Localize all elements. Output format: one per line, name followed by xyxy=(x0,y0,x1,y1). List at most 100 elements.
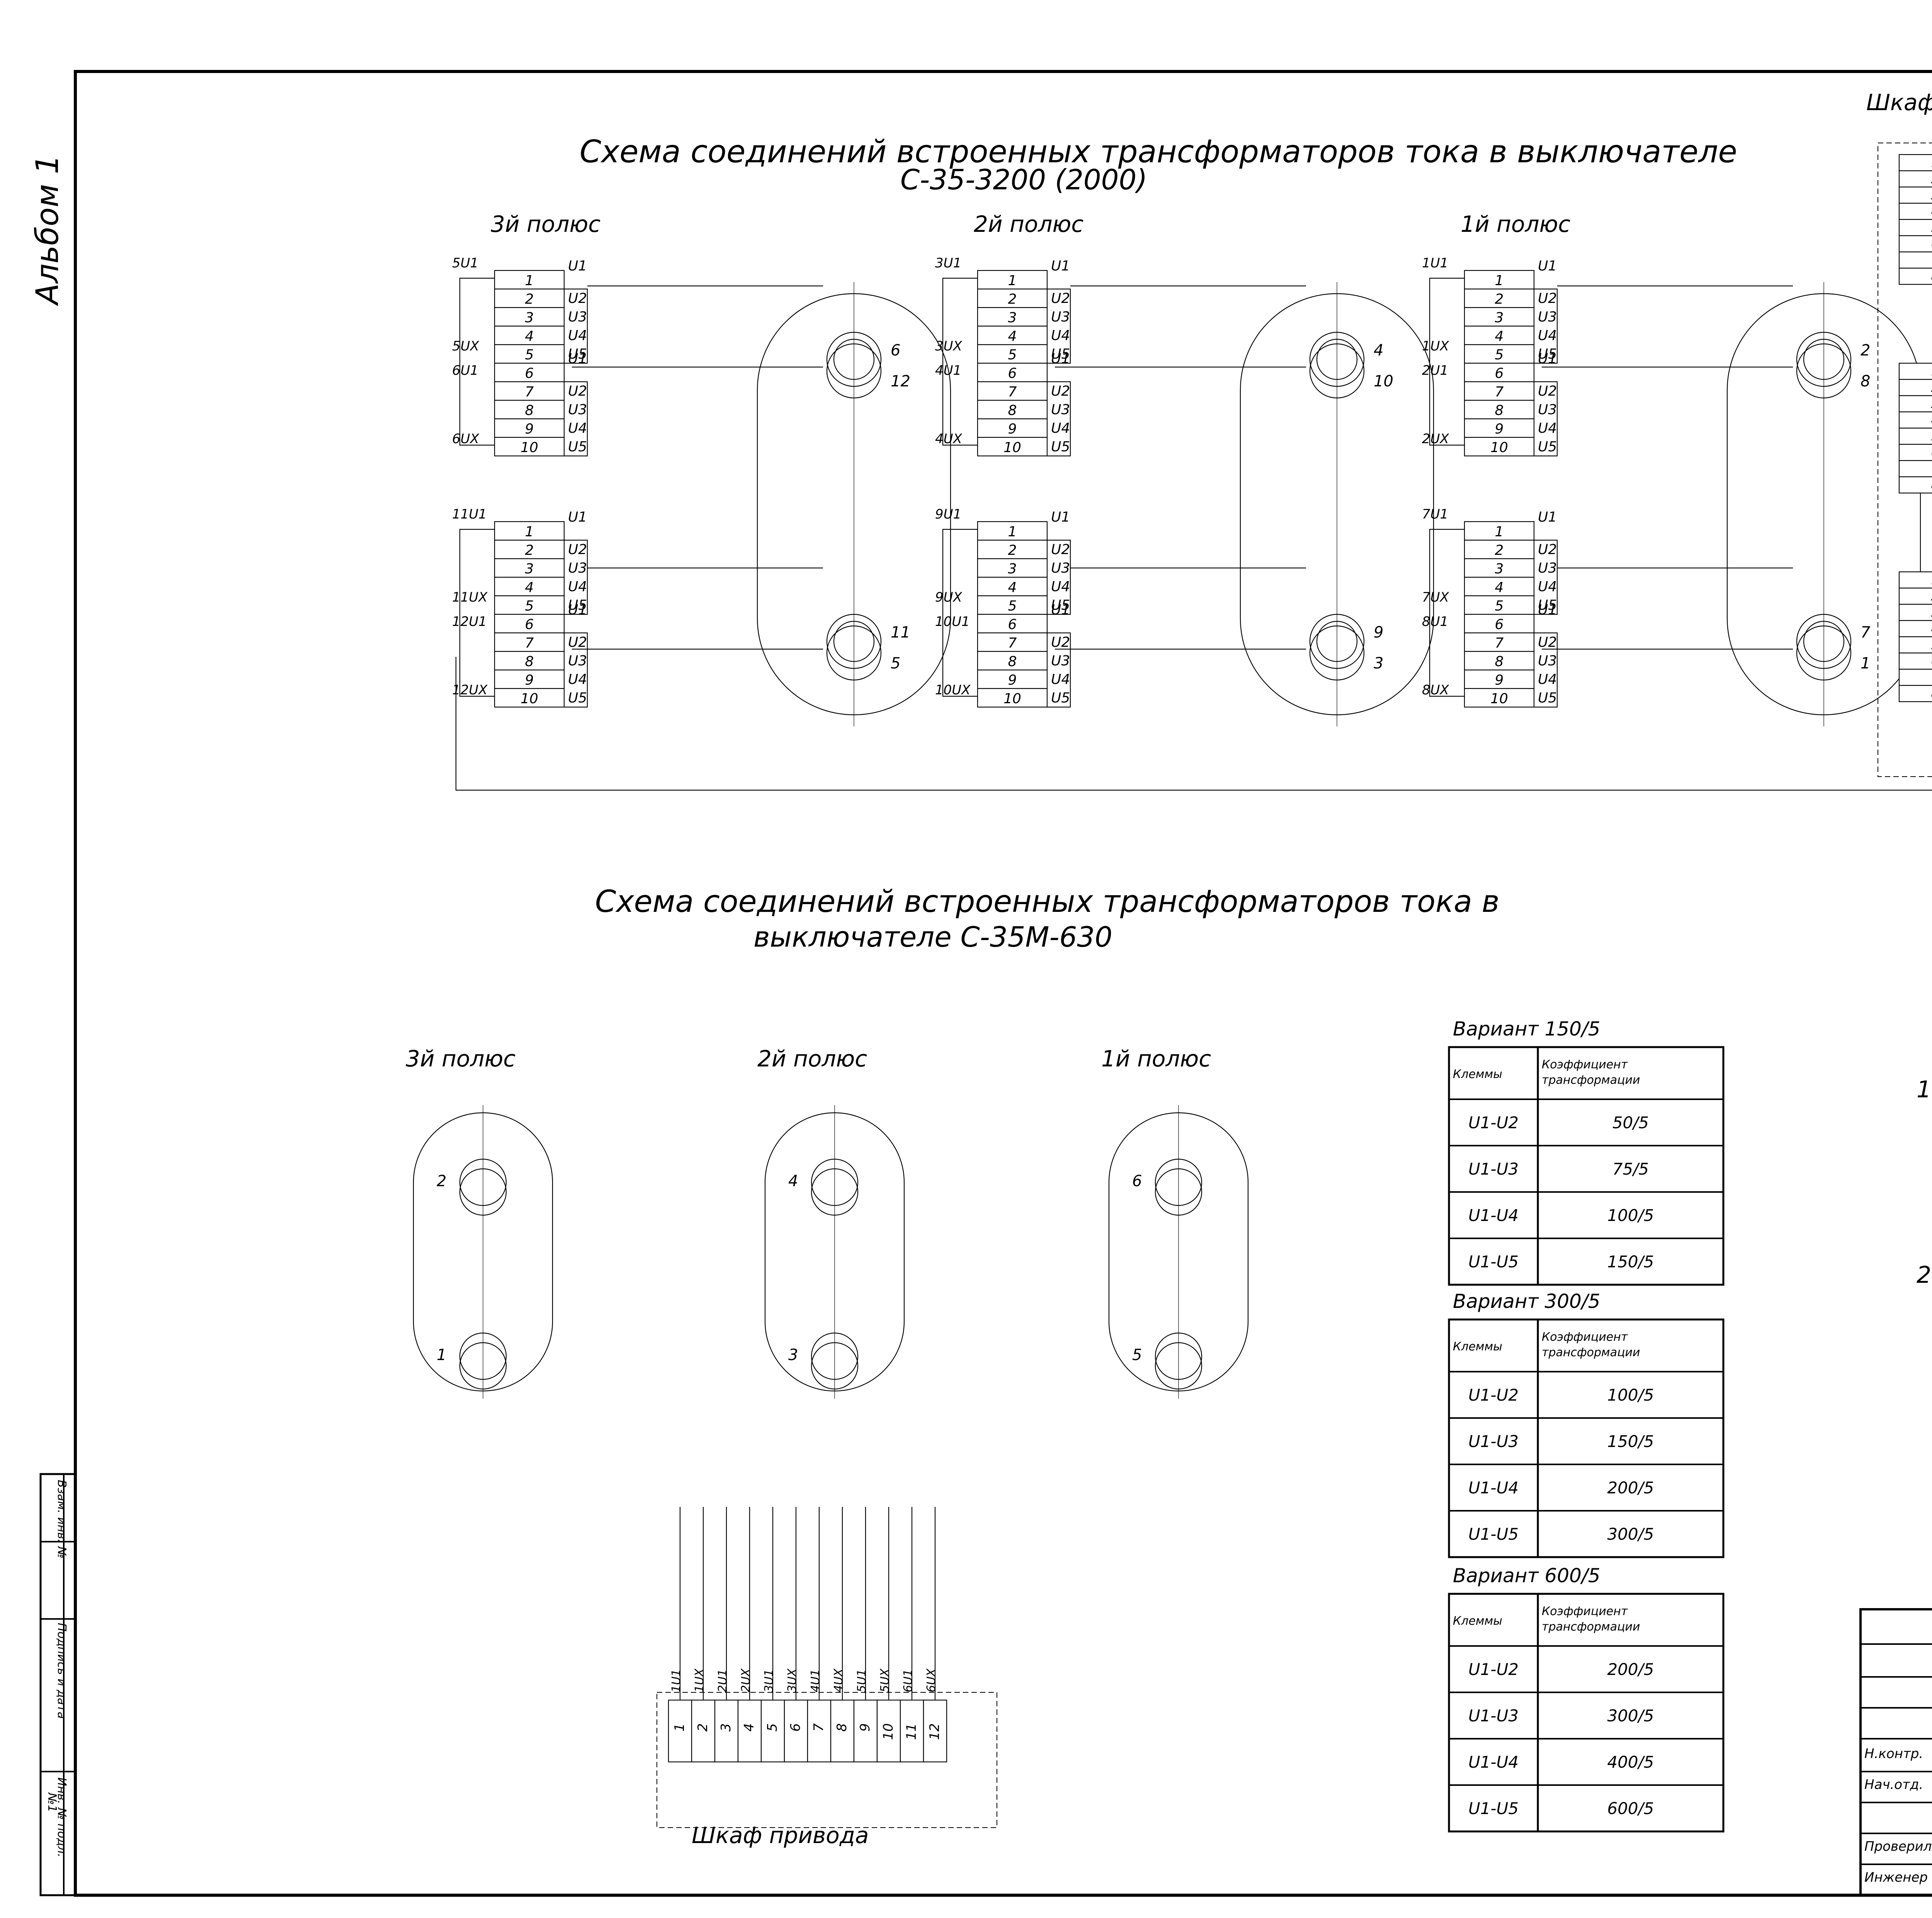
winding-label: U4 xyxy=(1538,328,1557,343)
column-header: Клеммы xyxy=(1453,1068,1502,1081)
cell-ratio: 300/5 xyxy=(1607,1525,1654,1544)
wire-label: 12U1 xyxy=(452,614,487,629)
terminal xyxy=(1898,170,1932,188)
ct-number: 2 xyxy=(437,1172,446,1190)
terminal-number: 10 xyxy=(520,691,538,707)
note-line: 2. Шкаф привода выключателя С-35М-630 ус… xyxy=(1917,1262,1932,1289)
terminal-number: 1 xyxy=(1931,574,1932,587)
terminal-number: 6 xyxy=(1495,366,1504,381)
ct-number: 1 xyxy=(1861,655,1870,672)
terminal-number: 8 xyxy=(1495,654,1504,670)
terminal-number: 9 xyxy=(857,1723,873,1732)
terminal-number: 2 xyxy=(1008,542,1017,558)
terminal xyxy=(977,669,1048,689)
terminal xyxy=(1464,632,1535,652)
wire-label: 12UX xyxy=(452,682,488,698)
terminal-number: 2 xyxy=(1931,381,1932,395)
terminal xyxy=(1464,576,1535,597)
winding-label: U3 xyxy=(1538,653,1557,669)
terminal-number: 9 xyxy=(1495,672,1504,688)
winding-label: U5 xyxy=(568,346,587,362)
terminal xyxy=(494,288,565,308)
wire-label: 10U1 xyxy=(935,614,970,629)
column-header: Коэффициент xyxy=(1542,1058,1628,1071)
variant-table: Вариант 300/5КлеммыКоэффициенттрансформа… xyxy=(1448,1290,1725,1558)
terminal-number: 8 xyxy=(525,403,534,418)
terminal-number: 1 xyxy=(1008,524,1017,540)
ct-ring-icon xyxy=(1309,332,1365,387)
column-header: Коэффициент xyxy=(1542,1330,1628,1344)
terminal-number: 7 xyxy=(525,384,534,400)
wire-label: 8UX xyxy=(1422,682,1449,698)
ct-ring-icon xyxy=(826,332,882,387)
wire-label: 4UX xyxy=(935,431,963,447)
terminal-number: 9 xyxy=(525,672,534,688)
sheet-frame xyxy=(74,70,1932,1897)
top-title-line1: Схема соединений встроенных трансформато… xyxy=(580,134,1737,170)
terminal xyxy=(977,437,1048,457)
winding-label: U1 xyxy=(1538,351,1557,367)
terminal-number: 6 xyxy=(1931,446,1932,460)
album-label: Альбом 1 xyxy=(29,155,65,306)
terminal xyxy=(691,1699,716,1763)
ct-ring-icon xyxy=(826,625,882,681)
terminal xyxy=(1898,636,1932,654)
wire-label: 9U1 xyxy=(935,507,961,522)
winding-label: U4 xyxy=(568,328,587,343)
wire-label: 1U1 xyxy=(670,1669,683,1692)
terminal xyxy=(1464,651,1535,671)
winding-label: U3 xyxy=(1051,560,1070,576)
terminal-number: 6 xyxy=(1008,617,1017,633)
terminal xyxy=(977,288,1048,308)
terminal xyxy=(494,669,565,689)
wire-label: 2UX xyxy=(1422,431,1449,447)
column-header: Коэффициент xyxy=(1542,1605,1628,1618)
pole-label: 1й полюс xyxy=(1101,1046,1211,1072)
terminal xyxy=(977,688,1048,708)
terminal xyxy=(1898,571,1932,589)
variant-title: Вариант 150/5 xyxy=(1453,1018,1600,1040)
terminal xyxy=(1898,476,1932,494)
staff-role: Нач.отд. xyxy=(1864,1777,1923,1792)
ct-ring-icon xyxy=(1796,332,1852,387)
terminal xyxy=(494,381,565,401)
terminal-number: 2 xyxy=(1931,590,1932,604)
cell-terminals: U1-U5 xyxy=(1468,1799,1519,1818)
staff-role: Проверил xyxy=(1864,1839,1932,1854)
terminal-number: 3 xyxy=(525,561,534,577)
wire-label: 6UX xyxy=(925,1668,938,1692)
terminal-number: 5 xyxy=(1931,221,1932,235)
wire-label: 11U1 xyxy=(452,507,487,522)
ct-ring-icon xyxy=(826,614,882,669)
terminal-number: 7 xyxy=(1495,384,1504,400)
top-drive-cabinet: Шкаф привода15U125UX36U146UX511U1611UX71… xyxy=(1866,89,1932,777)
terminal-number: 8 xyxy=(834,1723,850,1732)
terminal xyxy=(1464,688,1535,708)
cell-ratio: 200/5 xyxy=(1607,1660,1654,1679)
terminal xyxy=(1898,444,1932,461)
cell-terminals: U1-U3 xyxy=(1468,1432,1519,1451)
winding-label: U4 xyxy=(1051,328,1070,343)
terminal-number: 3 xyxy=(1008,310,1017,326)
terminal-number: 7 xyxy=(1008,635,1017,651)
cabinet-title: Шкаф привода xyxy=(1866,89,1932,116)
note-line: 1. Шкаф привода выключателя С-35-3200 (2… xyxy=(1917,1076,1932,1103)
terminal xyxy=(1898,427,1932,445)
terminal xyxy=(668,1699,692,1763)
terminal-number: 5 xyxy=(1931,430,1932,444)
terminal-number: 5 xyxy=(1495,598,1504,614)
winding-label: U2 xyxy=(1538,291,1557,306)
wire-label: 6UX xyxy=(452,431,480,447)
terminal-number: 5 xyxy=(765,1723,780,1732)
staff-role: Инженер xyxy=(1864,1870,1928,1885)
terminal xyxy=(1464,669,1535,689)
ct-number: 6 xyxy=(1132,1172,1142,1190)
